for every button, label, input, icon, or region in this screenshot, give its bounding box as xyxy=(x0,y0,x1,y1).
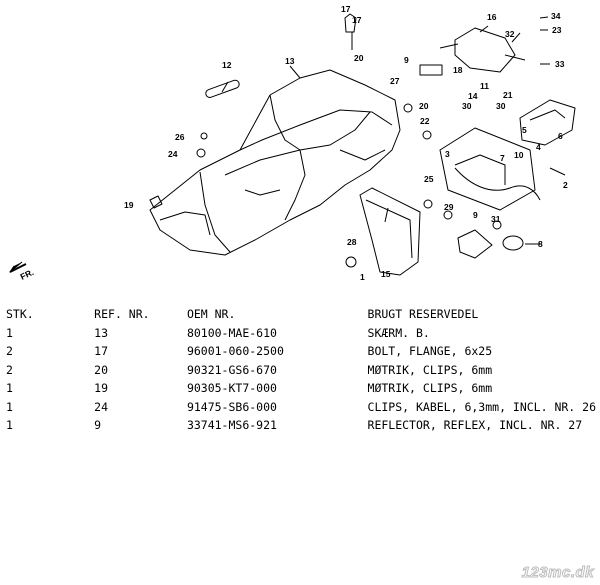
cell-part: SKÆRM. B. xyxy=(367,325,430,340)
callout-33: 33 xyxy=(555,59,565,69)
reflector xyxy=(457,229,493,259)
cell-ref: 13 xyxy=(94,325,109,340)
callout-24: 24 xyxy=(168,149,178,159)
cell-qty: 2 xyxy=(6,344,13,359)
cell-part: REFLECTOR, REFLEX, INCL. NR. 27 xyxy=(367,418,583,433)
callout-14: 14 xyxy=(468,91,478,101)
header-oem: OEM NR. xyxy=(186,307,236,322)
cell-qty: 1 xyxy=(6,399,13,414)
callout-1: 1 xyxy=(360,272,365,282)
site-watermark: 123mc.dk xyxy=(521,564,594,582)
callout-17a: 17 xyxy=(341,4,351,14)
callout-28: 28 xyxy=(347,237,357,247)
rear-fender-trough xyxy=(269,94,371,151)
header-ref: REF. NR. xyxy=(94,307,150,322)
callout-11: 11 xyxy=(480,81,489,91)
callout-16: 16 xyxy=(487,12,497,22)
callout-5: 5 xyxy=(522,125,527,135)
parts-table-header: STK. REF. NR. OEM NR. BRUGT RESERVEDEL xyxy=(6,305,596,324)
cell-qty: 1 xyxy=(6,325,13,340)
callout-34: 34 xyxy=(551,11,561,21)
cell-ref: 9 xyxy=(94,418,102,433)
cell-ref: 19 xyxy=(94,381,109,396)
callout-9b: 9 xyxy=(473,210,478,220)
table-row: 1 13 80100-MAE-610 SKÆRM. B. xyxy=(6,324,596,343)
cell-part: MØTRIK, CLIPS, 6mm xyxy=(367,381,493,396)
cell-oem: 90305-KT7-000 xyxy=(186,381,277,396)
table-row: 1 19 90305-KT7-000 MØTRIK, CLIPS, 6mm xyxy=(6,379,596,398)
exploded-parts-diagram: FR. 1 2 3 4 5 6 7 8 9 9 10 11 12 13 14 1… xyxy=(9,4,576,282)
rear-light-housing xyxy=(454,27,516,73)
callout-30a: 30 xyxy=(462,101,472,111)
cell-oem: 80100-MAE-610 xyxy=(186,325,277,340)
callout-6: 6 xyxy=(558,131,563,141)
parts-table: STK. REF. NR. OEM NR. BRUGT RESERVEDEL 1… xyxy=(6,305,596,435)
callout-17b: 17 xyxy=(352,15,362,25)
cell-qty: 1 xyxy=(6,381,13,396)
table-row: 2 17 96001-060-2500 BOLT, FLANGE, 6x25 xyxy=(6,342,596,361)
header-part: BRUGT RESERVEDEL xyxy=(367,307,479,322)
wiring-harness xyxy=(454,167,541,201)
callout-20b: 20 xyxy=(419,101,429,111)
callout-26: 26 xyxy=(175,132,185,142)
cell-part: CLIPS, KABEL, 6,3mm, INCL. NR. 26 xyxy=(367,399,596,414)
callout-25: 25 xyxy=(424,174,434,184)
cell-ref: 20 xyxy=(94,362,109,377)
callout-8: 8 xyxy=(538,239,543,249)
callout-27: 27 xyxy=(390,76,400,86)
cell-ref: 24 xyxy=(94,399,109,414)
header-qty: STK. xyxy=(6,307,34,322)
callout-7: 7 xyxy=(500,153,505,163)
callout-3: 3 xyxy=(445,149,450,159)
cell-ref: 17 xyxy=(94,344,109,359)
table-row: 1 9 33741-MS6-921 REFLECTOR, REFLEX, INC… xyxy=(6,416,596,435)
rear-fender-body xyxy=(149,69,401,256)
callout-30b: 30 xyxy=(496,101,506,111)
direction-label: FR. xyxy=(19,267,36,282)
callout-22: 22 xyxy=(420,116,430,126)
callout-9: 9 xyxy=(404,55,409,65)
callout-15: 15 xyxy=(381,269,391,279)
cell-qty: 2 xyxy=(6,362,13,377)
callout-20a: 20 xyxy=(354,53,364,63)
mudguard-flap xyxy=(359,187,421,276)
callout-18: 18 xyxy=(453,65,463,75)
tail-lamp xyxy=(519,99,576,146)
callout-21: 21 xyxy=(503,90,513,100)
callout-31: 31 xyxy=(491,214,501,224)
callout-2: 2 xyxy=(563,180,568,190)
cell-part: BOLT, FLANGE, 6x25 xyxy=(367,344,493,359)
cell-part: MØTRIK, CLIPS, 6mm xyxy=(367,362,493,377)
cable-strap xyxy=(205,79,240,98)
cell-qty: 1 xyxy=(6,418,13,433)
cell-oem: 91475-SB6-000 xyxy=(186,399,277,414)
callout-29: 29 xyxy=(444,202,454,212)
callout-10: 10 xyxy=(514,150,524,160)
callout-23: 23 xyxy=(552,25,562,35)
rear-fender-ridge xyxy=(239,109,393,151)
table-row: 1 24 91475-SB6-000 CLIPS, KABEL, 6,3mm, … xyxy=(6,398,596,417)
cell-oem: 96001-060-2500 xyxy=(186,344,284,359)
license-bracket xyxy=(439,127,536,211)
table-row: 2 20 90321-GS6-670 MØTRIK, CLIPS, 6mm xyxy=(6,361,596,380)
grommet xyxy=(502,235,524,251)
rear-fender-inner xyxy=(199,171,231,253)
callout-4: 4 xyxy=(536,142,541,152)
callout-32: 32 xyxy=(505,29,515,39)
callout-19: 19 xyxy=(124,200,134,210)
callout-12: 12 xyxy=(222,60,232,70)
callout-13: 13 xyxy=(285,56,295,66)
cell-oem: 33741-MS6-921 xyxy=(186,418,277,433)
cell-oem: 90321-GS6-670 xyxy=(186,362,277,377)
